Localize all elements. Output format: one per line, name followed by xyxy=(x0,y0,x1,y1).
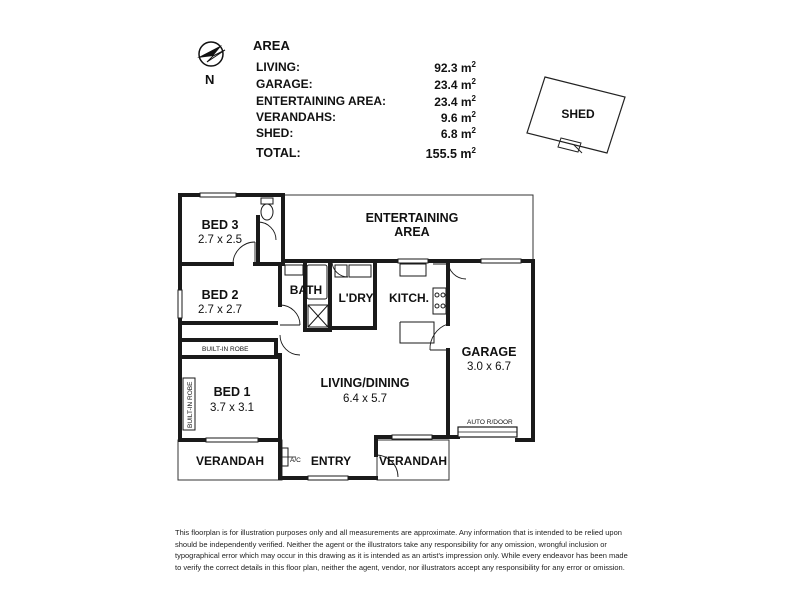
shed-outline xyxy=(526,76,626,154)
area-value: 9.6 m2 xyxy=(440,110,476,125)
garage-dims: 3.0 x 6.7 xyxy=(467,361,511,373)
area-total-value: 155.5 m2 xyxy=(425,146,476,162)
area-label: SHED: xyxy=(256,126,294,140)
verandah-right-label: VERANDAH xyxy=(379,454,447,468)
bed1-dims: 3.7 x 3.1 xyxy=(210,402,254,414)
verandah-right-outline xyxy=(376,439,450,481)
bed2-dims: 2.7 x 2.7 xyxy=(198,304,242,316)
garage-name: GARAGE xyxy=(462,345,517,359)
north-label: N xyxy=(205,72,215,87)
bed3-name: BED 3 xyxy=(202,218,239,232)
ac-label: A/C xyxy=(290,457,301,464)
living-dims: 6.4 x 5.7 xyxy=(343,393,387,405)
area-row-total: TOTAL: 155.5 m2 xyxy=(256,146,476,162)
builtin-robe-label: BUILT-IN ROBE xyxy=(202,346,249,353)
area-row-entertaining: ENTERTAINING AREA: 23.4 m2 xyxy=(256,94,476,110)
builtin-robe-side-label: BUILT-IN ROBE xyxy=(187,381,194,428)
entertaining-line1: ENTERTAINING xyxy=(366,211,459,225)
area-value: 23.4 m2 xyxy=(434,94,476,109)
windows xyxy=(177,192,522,481)
toilet-icon xyxy=(260,197,274,221)
area-row-shed: SHED: 6.8 m2 xyxy=(256,126,476,142)
area-value: 23.4 m2 xyxy=(434,77,476,92)
robe-box xyxy=(182,377,196,431)
area-row-garage: GARAGE: 23.4 m2 xyxy=(256,77,476,93)
area-label: VERANDAHS: xyxy=(256,110,337,124)
entry-label: ENTRY xyxy=(311,454,351,468)
area-label: ENTERTAINING AREA: xyxy=(256,94,386,108)
area-label: GARAGE: xyxy=(256,77,313,91)
compass-icon xyxy=(197,41,226,67)
area-value: 6.8 m2 xyxy=(440,126,476,141)
kitchen-label: KITCH. xyxy=(389,291,429,305)
door-swings xyxy=(232,221,467,478)
ldry-label: L'DRY xyxy=(338,291,373,305)
bath-fixtures xyxy=(284,264,372,328)
bed3-dims: 2.7 x 2.5 xyxy=(198,234,242,246)
area-value: 92.3 m2 xyxy=(434,60,476,75)
area-label: LIVING: xyxy=(256,60,300,74)
bed1-name: BED 1 xyxy=(214,385,251,399)
kitchen-fixtures xyxy=(399,263,448,344)
auto-door-label: AUTO R/DOOR xyxy=(467,419,513,426)
area-title: AREA xyxy=(253,38,290,53)
bed2-name: BED 2 xyxy=(202,288,239,302)
entertaining-line2: AREA xyxy=(394,225,429,239)
area-row-living: LIVING: 92.3 m2 xyxy=(256,60,476,76)
area-row-verandahs: VERANDAHS: 9.6 m2 xyxy=(256,110,476,126)
living-name: LIVING/DINING xyxy=(321,376,410,390)
area-total-label: TOTAL: xyxy=(256,146,301,160)
verandah-left-label: VERANDAH xyxy=(196,454,264,468)
shed-label: SHED xyxy=(561,107,595,121)
disclaimer-text: This floorplan is for illustration purpo… xyxy=(175,528,628,572)
bath-label: BATH xyxy=(290,283,322,297)
